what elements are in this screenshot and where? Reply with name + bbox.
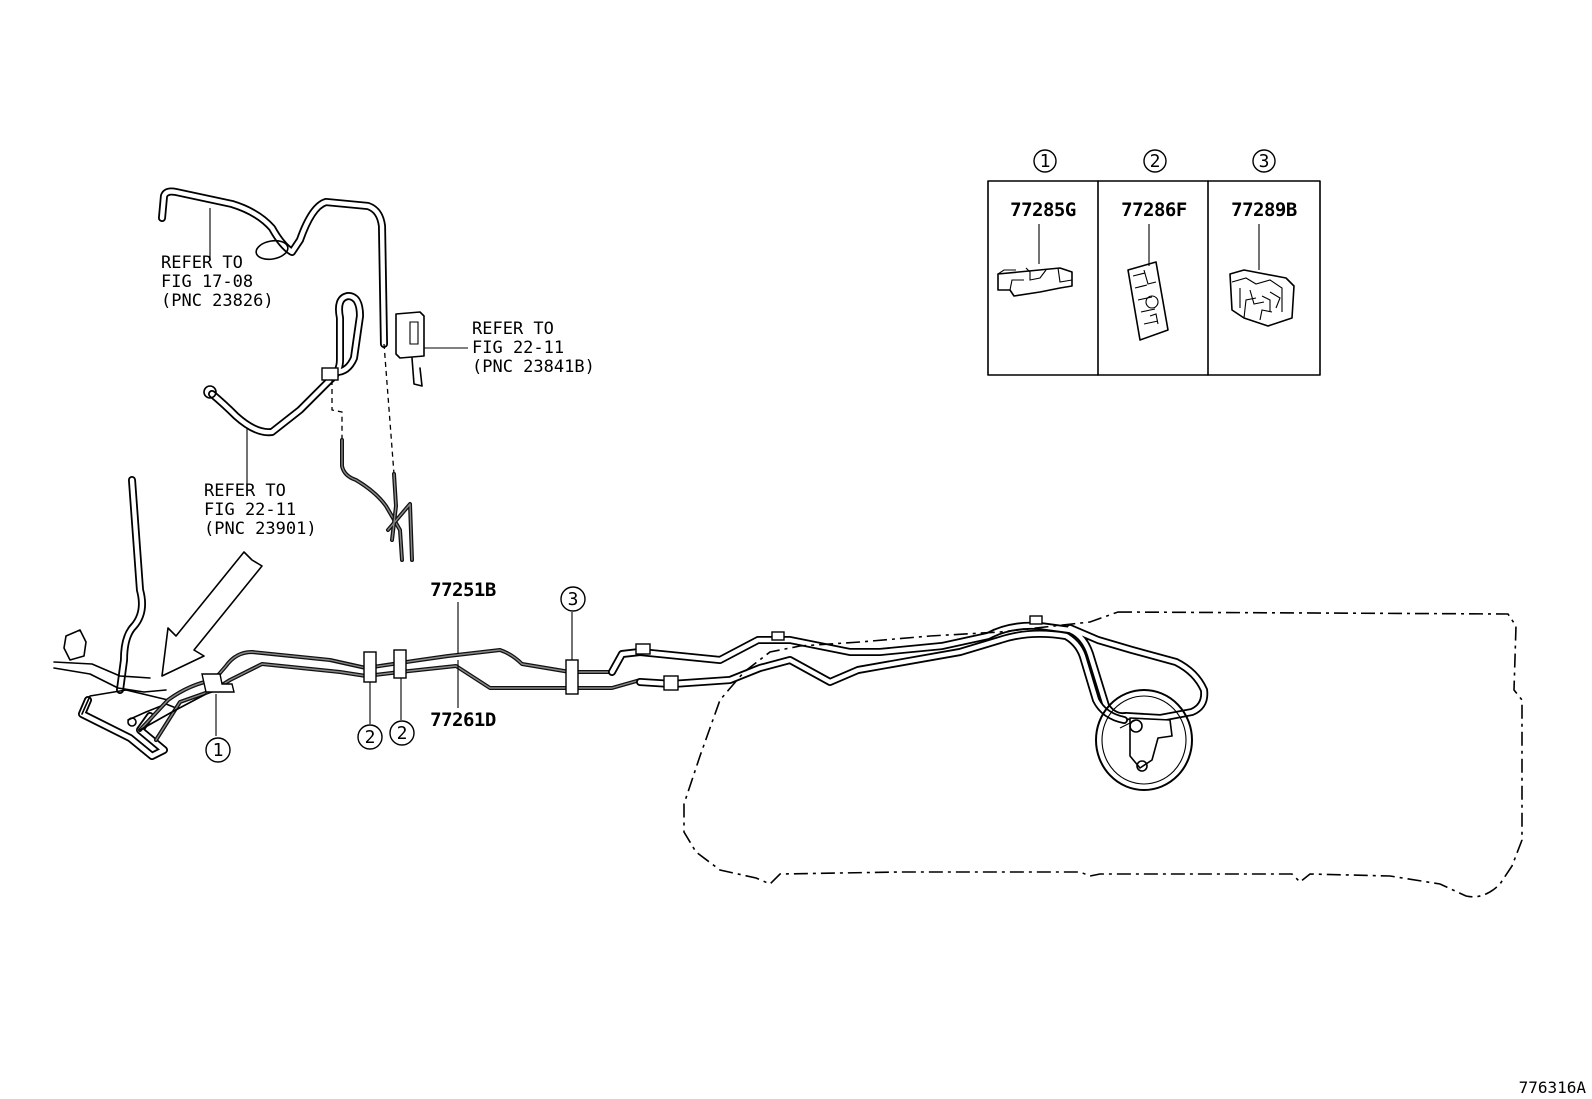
upper-hose-23826 [158, 187, 388, 348]
svg-text:REFER TO: REFER TO [204, 481, 286, 501]
svg-text:2: 2 [365, 727, 376, 748]
legend-part-number-3: 77289B [1231, 199, 1297, 221]
direction-arrow-icon [161, 551, 263, 677]
clip-position-1 [201, 673, 235, 736]
svg-text:(PNC 23841B): (PNC 23841B) [472, 357, 595, 377]
callout-3: 3 [560, 586, 586, 612]
svg-text:1: 1 [213, 740, 224, 761]
svg-text:3: 3 [1259, 151, 1270, 172]
svg-text:2: 2 [397, 723, 408, 744]
main-fuel-tube-bundle [138, 615, 1209, 742]
svg-text:(PNC 23826): (PNC 23826) [161, 291, 274, 311]
vertical-tube-segments [340, 438, 414, 562]
clip-icon [997, 267, 1073, 297]
legend-part-number-2: 77286F [1121, 199, 1187, 221]
callout-2a: 2 [357, 724, 383, 750]
front-connector-area [53, 476, 177, 760]
svg-text:77261D: 77261D [430, 709, 496, 731]
fuel-tank-outline [683, 611, 1523, 898]
callout-2b: 2 [389, 720, 415, 746]
clamp-icon [1127, 261, 1169, 341]
valve-23841b [395, 311, 468, 387]
svg-text:2: 2 [1150, 151, 1161, 172]
legend-callout-3: 3 [1252, 149, 1276, 173]
clamp-position-2b [393, 649, 407, 720]
svg-text:REFER TO: REFER TO [472, 319, 554, 339]
svg-text:FIG 22-11: FIG 22-11 [204, 500, 296, 520]
legend-part-number-1: 77285G [1010, 199, 1076, 221]
svg-text:REFER TO: REFER TO [161, 253, 243, 273]
legend-callout-1: 1 [1033, 149, 1057, 173]
fuel-pump-unit [1095, 689, 1193, 791]
svg-text:77251B: 77251B [430, 579, 496, 601]
reference-note-2: REFER TO FIG 22-11 (PNC 23841B) [472, 319, 595, 377]
upper-hose-23901 [203, 292, 364, 486]
svg-text:FIG 17-08: FIG 17-08 [161, 272, 253, 292]
svg-text:3: 3 [568, 589, 579, 610]
parts-legend: 1 2 3 77285G 77286F 77289B [987, 149, 1321, 376]
tube-label-main: 77251B [430, 579, 496, 654]
svg-text:1: 1 [1040, 151, 1051, 172]
bracket-icon [1229, 269, 1295, 327]
reference-note-3: REFER TO FIG 22-11 (PNC 23901) [204, 481, 317, 539]
legend-callout-2: 2 [1143, 149, 1167, 173]
reference-note-1: REFER TO FIG 17-08 (PNC 23826) [161, 253, 274, 311]
svg-text:(PNC 23901): (PNC 23901) [204, 519, 317, 539]
callout-1: 1 [205, 737, 231, 763]
clamp-position-2a [363, 651, 377, 724]
bracket-position-3 [565, 612, 579, 695]
figure-id: 776316A [1519, 1078, 1587, 1097]
svg-text:FIG 22-11: FIG 22-11 [472, 338, 564, 358]
tube-label-return: 77261D [430, 660, 496, 731]
